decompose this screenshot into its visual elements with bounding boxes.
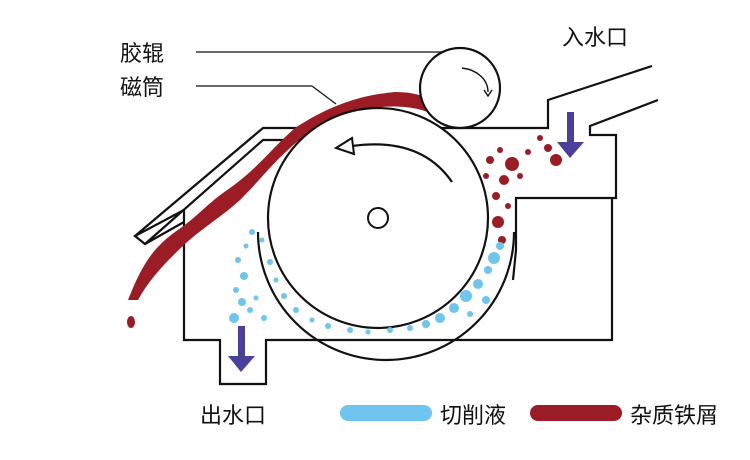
separator-housing [134, 64, 653, 237]
fluid-bubble [484, 266, 492, 274]
fluid-bubbles [229, 229, 504, 335]
fluid-bubble [240, 272, 248, 280]
debris-particle [492, 216, 504, 228]
fluid-bubble [407, 325, 413, 331]
fluid-bubble [496, 242, 504, 250]
outlet-flow-arrow [228, 326, 255, 372]
fluid-bubble [259, 237, 265, 243]
fluid-bubble [467, 311, 473, 317]
fluid-bubble [325, 323, 331, 329]
fluid-bubble [488, 252, 500, 264]
drum-leader-line-2 [311, 85, 337, 105]
fluid-bubble [261, 315, 267, 321]
fluid-bubble [229, 313, 239, 323]
fluid-bubble [422, 320, 430, 328]
fluid-bubble [460, 290, 472, 302]
housing-bottom [182, 198, 614, 386]
housing-left-wall [133, 208, 186, 250]
outlet-label: 出水口 [200, 404, 267, 429]
fluid-bubble [235, 257, 241, 263]
inlet-label: 入水口 [562, 26, 629, 51]
debris-particle [499, 175, 509, 185]
fluid-bubble [293, 307, 299, 313]
fluid-bubble [243, 243, 249, 249]
fluid-bubble [309, 317, 315, 323]
fluid-bubble [473, 279, 483, 289]
debris-particle [517, 173, 523, 179]
inlet-channel [511, 98, 659, 281]
fluid-bubble [281, 293, 287, 299]
magnetic-drum-label: 磁筒 [120, 76, 165, 101]
fluid-bubble [238, 298, 246, 306]
fluid-bubble [482, 296, 490, 304]
debris-particle [486, 156, 494, 164]
rotation-arrowhead [333, 136, 356, 156]
fluid-bubble [449, 303, 459, 313]
debris-particle [483, 173, 489, 179]
fluid-bubble [273, 277, 279, 283]
fluid-bubble [267, 259, 273, 265]
legend-label-cutting-fluid: 切削液 [440, 404, 507, 429]
fluid-bubble [435, 313, 445, 323]
fluid-bubble [247, 307, 253, 313]
debris-particle [550, 154, 562, 166]
debris-particles [483, 135, 562, 244]
fluid-bubble [253, 295, 259, 301]
fluid-bubble [365, 329, 371, 335]
fluid-bubble [387, 327, 393, 333]
debris-drop [127, 316, 135, 328]
debris-particle [492, 192, 500, 200]
debris-particle [544, 144, 552, 152]
debris-particle [537, 135, 543, 141]
drum-channel [256, 231, 516, 362]
roller-rotation-arrow [461, 67, 489, 93]
roller-arrowhead [483, 89, 493, 98]
rubber-roller [418, 46, 502, 130]
legend-label-iron-debris: 杂质铁屑 [630, 404, 719, 429]
debris-particle [525, 149, 531, 155]
debris-particle [497, 147, 503, 153]
fluid-bubble [233, 287, 239, 293]
fluid-bubble [249, 229, 255, 235]
legend-swatch-iron-debris [530, 405, 622, 421]
rotation-arrow [351, 143, 453, 183]
debris-particle [505, 203, 511, 209]
fluid-bubble [347, 327, 353, 333]
debris-particle [505, 157, 519, 171]
legend-swatch-cutting-fluid [340, 405, 432, 421]
drum-axle [367, 207, 389, 229]
inlet-flow-arrow [557, 112, 584, 158]
rubber-roller-label: 胶辊 [120, 42, 165, 67]
